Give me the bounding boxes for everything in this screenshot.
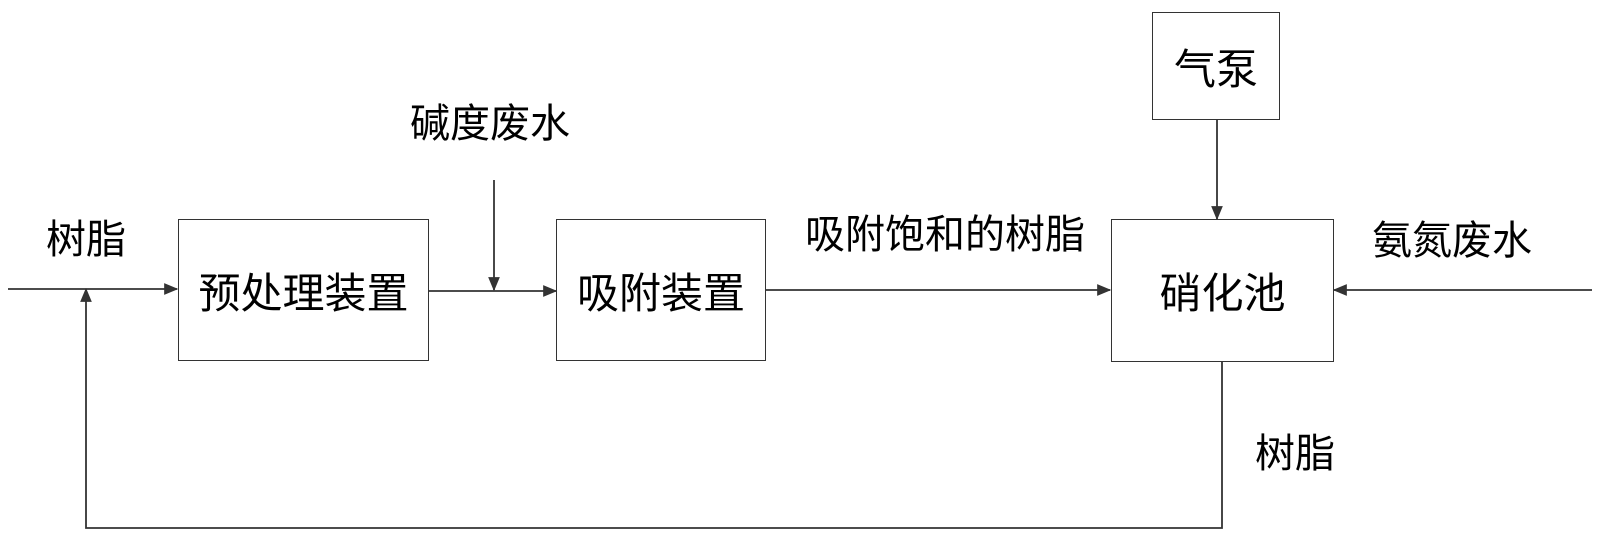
resin-return-label: 树脂 <box>1255 431 1335 477</box>
adsorption-label: 吸附装置 <box>576 268 745 318</box>
air-pump-label: 气泵 <box>1173 44 1258 94</box>
adsorption-box: 吸附装置 <box>556 219 766 361</box>
nitrification-label: 硝化池 <box>1159 269 1286 318</box>
air-pump-box: 气泵 <box>1152 12 1280 120</box>
alkaline-wastewater-label: 碱度废水 <box>410 101 570 147</box>
ammonia-wastewater-label: 氨氮废水 <box>1372 218 1532 264</box>
nitrification-box: 硝化池 <box>1111 219 1334 362</box>
edge-resin-return-loop <box>80 287 1223 529</box>
saturated-resin-label: 吸附饱和的树脂 <box>805 212 1085 258</box>
resin-input-label: 树脂 <box>46 217 126 263</box>
pretreatment-box: 预处理装置 <box>178 219 429 361</box>
pretreatment-label: 预处理装置 <box>198 268 409 318</box>
